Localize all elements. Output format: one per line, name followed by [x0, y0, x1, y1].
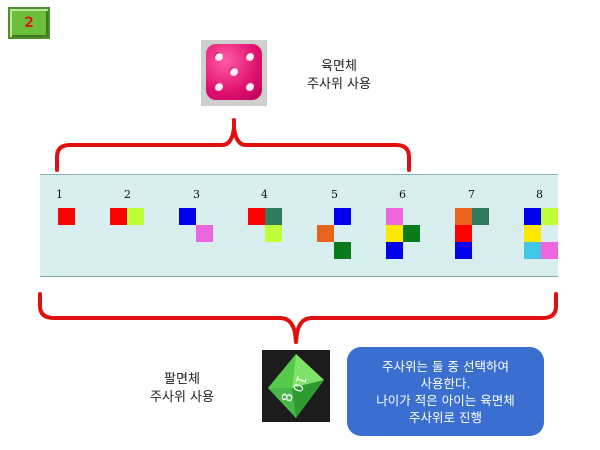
level-4-red-square	[248, 208, 265, 225]
d8-face-back-number: 10	[289, 373, 309, 394]
level-number-3: 3	[193, 188, 200, 201]
level-8-cyan-square	[524, 242, 541, 259]
level-5-orange-square	[317, 225, 334, 242]
eight-sided-die-image: 10 8	[262, 350, 330, 422]
level-number-7: 7	[468, 188, 475, 201]
level-8-pink-square	[541, 242, 558, 259]
level-number-4: 4	[261, 188, 268, 201]
level-7-blue-square	[455, 242, 472, 259]
level-7-orange-square	[455, 208, 472, 225]
d6-caption: 육면체 주사위 사용	[293, 58, 385, 94]
level-7-red-square	[455, 225, 472, 242]
level-number-2: 2	[124, 188, 131, 201]
top-bracket	[55, 118, 411, 172]
d8-face-front-number: 8	[279, 392, 296, 404]
instruction-note: 주사위는 둘 중 선택하여 사용한다. 나이가 적은 아이는 육면체 주사위로 …	[347, 347, 544, 436]
d6-caption-line1: 육면체	[321, 59, 357, 74]
level-6-pink-square	[386, 208, 403, 225]
level-3-blue-square	[179, 208, 196, 225]
level-8-yellow-square	[524, 225, 541, 242]
note-line3: 나이가 적은 아이는 육면체	[376, 392, 515, 408]
level-2-lime-square	[127, 208, 144, 225]
page-number-badge[interactable]: 2	[8, 7, 50, 39]
note-line4: 주사위로 진행	[409, 409, 482, 425]
level-6-blue-square	[386, 242, 403, 259]
d8-caption-line1: 팔면체	[164, 372, 200, 387]
six-sided-die-image	[201, 40, 267, 106]
d8-caption: 팔면체 주사위 사용	[136, 371, 228, 407]
page-number: 2	[24, 15, 34, 31]
bottom-bracket	[38, 292, 558, 344]
level-number-1: 1	[56, 188, 63, 201]
note-line2: 사용한다.	[420, 375, 471, 391]
level-2-red-square	[110, 208, 127, 225]
d8-caption-line2: 주사위 사용	[150, 390, 214, 405]
level-6-green-square	[403, 225, 420, 242]
shape-levels-strip	[40, 174, 558, 277]
level-3-pink-square	[196, 225, 213, 242]
level-number-8: 8	[536, 188, 543, 201]
level-5-green-square	[334, 242, 351, 259]
level-7-teal-square	[472, 208, 489, 225]
level-1-red-square	[58, 208, 75, 225]
level-4-teal-square	[265, 208, 282, 225]
level-5-blue-square	[334, 208, 351, 225]
level-4-lime-square	[265, 225, 282, 242]
level-6-yellow-square	[386, 225, 403, 242]
note-line1: 주사위는 둘 중 선택하여	[382, 358, 509, 374]
level-number-5: 5	[331, 188, 338, 201]
d6-caption-line2: 주사위 사용	[307, 77, 371, 92]
level-8-blue-square	[524, 208, 541, 225]
level-number-6: 6	[399, 188, 406, 201]
level-8-lime-square	[541, 208, 558, 225]
